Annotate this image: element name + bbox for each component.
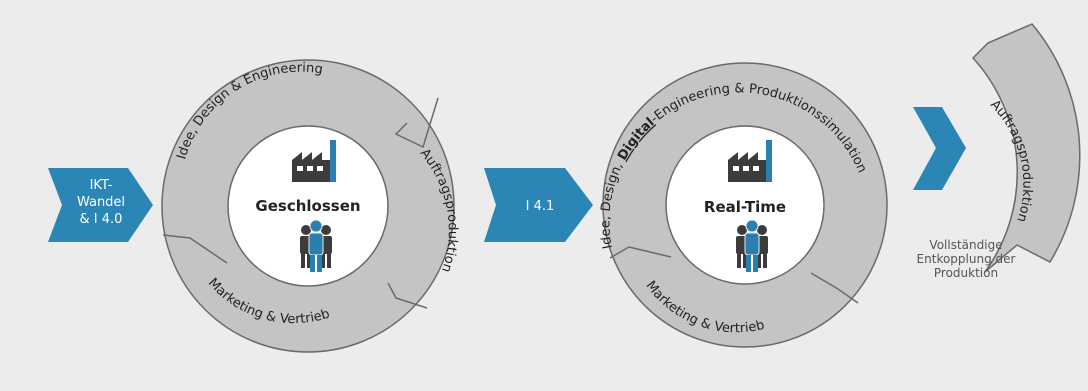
hub-circle xyxy=(227,125,389,287)
input-arrow: IKT- Wandel & I 4.0 xyxy=(48,168,153,242)
segment-divider xyxy=(609,246,672,259)
chevron-icon xyxy=(913,107,966,190)
segment-divider xyxy=(394,97,439,149)
center-label: Geschlossen xyxy=(255,197,360,215)
cycle-realtime: Idee, Design, Digital-Engineering & Prod… xyxy=(598,62,888,348)
decoupling-note: Vollständige Entkopplung der Produktion xyxy=(906,238,1026,280)
segment-divider xyxy=(810,272,859,304)
note-line3: Produktion xyxy=(933,266,999,280)
detached-segment: Auftragsproduktion xyxy=(971,23,1081,273)
transition-arrow: I 4.1 xyxy=(484,168,593,242)
hub-circle xyxy=(665,125,825,285)
segment-divider xyxy=(162,234,228,264)
note-line2: Entkopplung der xyxy=(916,252,1016,266)
input-arrow-label-line3: & I 4.0 xyxy=(80,212,123,227)
cycle-closed: Idee, Design & Engineering Auftragsprodu… xyxy=(161,59,460,353)
segment-divider xyxy=(387,282,428,309)
input-arrow-label-line2: Wandel xyxy=(77,195,125,210)
transition-arrow-label: I 4.1 xyxy=(526,199,555,214)
note-line1: Vollständige xyxy=(929,238,1003,252)
center-label: Real-Time xyxy=(704,198,786,216)
input-arrow-label-line1: IKT- xyxy=(90,178,113,193)
